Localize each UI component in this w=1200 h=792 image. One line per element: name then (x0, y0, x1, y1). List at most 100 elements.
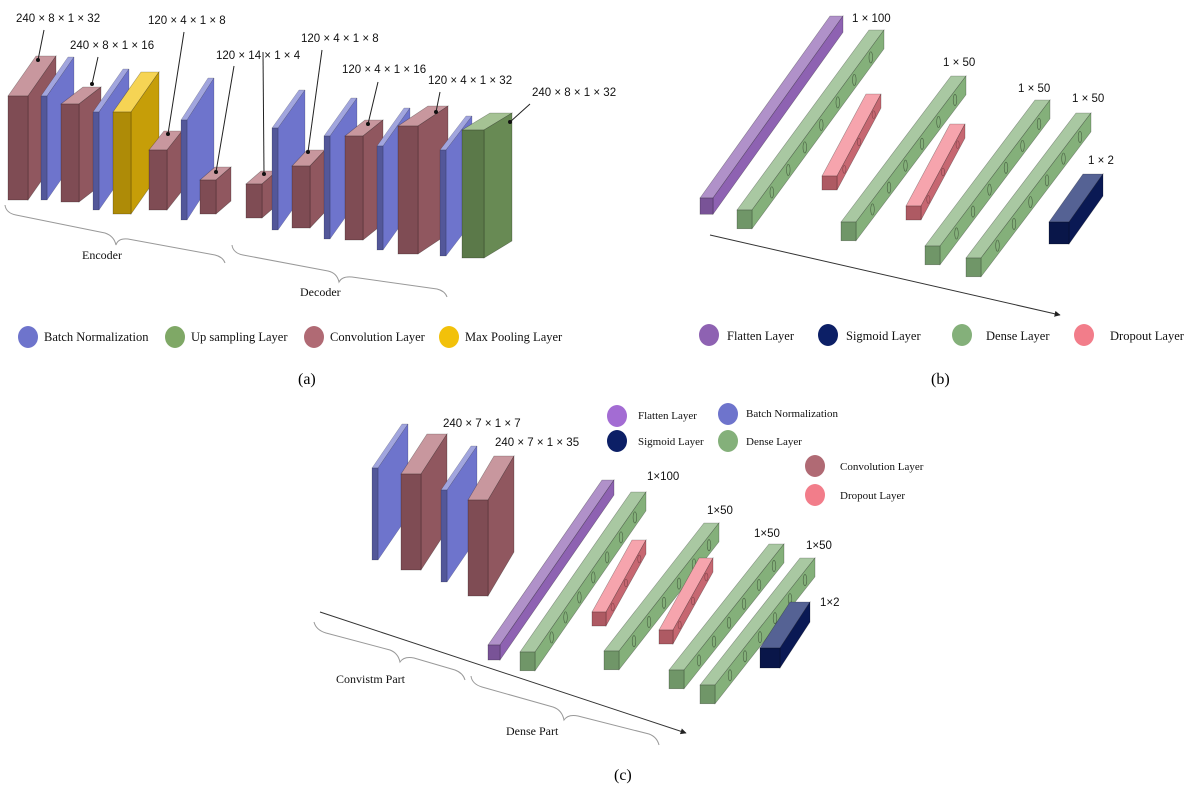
legend-a-swatch-upsampling (165, 326, 185, 348)
dense-layer-b-3 (924, 99, 1051, 266)
axis-arrow-b (709, 234, 1061, 317)
panel-c-convlstm-dense: 240 × 7 × 1 × 7 240 × 7 × 1 × 35 1×100 1… (313, 403, 924, 784)
dense-layer-b-1 (736, 29, 885, 230)
upsampling-layer-a (460, 112, 514, 259)
legend-c-swatch-dense (718, 430, 738, 452)
dense-layer-c-2 (603, 522, 720, 671)
leader-a-8 (434, 91, 441, 114)
dim-label-a-2: 240 × 8 × 1 × 16 (70, 40, 154, 52)
legend-a: Batch Normalization Up sampling Layer Co… (18, 326, 563, 348)
leader-a-3 (166, 31, 185, 136)
legend-b-swatch-sigmoid (818, 324, 838, 346)
leader-a-9 (508, 103, 531, 124)
conv-layer-a-3 (148, 130, 183, 211)
conv-layer-a-4 (199, 166, 232, 215)
convlstm-part-label: Convistm Part (336, 672, 406, 686)
legend-a-swatch-batch-normalization (18, 326, 38, 348)
legend-c-label-flatten: Flatten Layer (638, 410, 697, 422)
dim-label-c-5: 1×50 (754, 528, 780, 540)
legend-c-swatch-dropout (805, 484, 825, 506)
dim-label-a-1: 240 × 8 × 1 × 32 (16, 13, 100, 25)
legend-c-swatch-batch-normalization (718, 403, 738, 425)
dim-label-b-1: 1 × 100 (852, 13, 891, 25)
dim-label-c-4: 1×50 (707, 505, 733, 517)
panel-a-autoencoder: 240 × 8 × 1 × 32 240 × 8 × 1 × 16 120 × … (4, 13, 616, 388)
decoder-brace (231, 244, 448, 298)
caption-a: (a) (298, 371, 316, 388)
dropout-layer-c-2 (658, 556, 714, 646)
convlstm-brace (313, 621, 466, 681)
legend-b-label-dropout: Dropout Layer (1110, 329, 1185, 343)
conv-layer-c-2 (467, 454, 515, 598)
dim-label-c-3: 1×100 (647, 471, 679, 483)
dropout-layer-b-2 (905, 123, 966, 221)
conv-layer-a-6 (291, 149, 326, 229)
leader-a-4 (214, 65, 235, 174)
caption-c: (c) (614, 767, 632, 784)
caption-b: (b) (931, 371, 950, 388)
panel-b-dense-network: 1 × 100 1 × 50 1 × 50 1 × 50 1 × 2 Flatt… (699, 13, 1185, 388)
legend-a-label-convolution: Convolution Layer (330, 330, 426, 344)
dim-label-c-6: 1×50 (806, 540, 832, 552)
leader-a-5 (262, 51, 266, 176)
panel-b-layers (699, 15, 1104, 278)
dense-layer-b-4 (965, 112, 1092, 278)
sigmoid-layer-c (759, 600, 811, 670)
flatten-layer-b (699, 15, 844, 216)
dim-label-a-4: 120 × 14 × 1 × 4 (216, 50, 301, 62)
dropout-layer-c-1 (591, 538, 647, 628)
panel-a-layers (7, 55, 514, 259)
legend-a-label-upsampling: Up sampling Layer (191, 330, 288, 344)
dim-label-c-2: 240 × 7 × 1 × 35 (495, 437, 579, 449)
legend-b-swatch-dense (952, 324, 972, 346)
leader-a-1 (36, 29, 45, 62)
panel-a-dimension-leaders (36, 29, 531, 176)
legend-b-swatch-flatten (699, 324, 719, 346)
legend-a-swatch-convolution (304, 326, 324, 348)
dense-layer-c-3 (668, 543, 785, 690)
dim-label-a-3: 120 × 4 × 1 × 8 (148, 15, 226, 27)
legend-c-swatch-flatten (607, 405, 627, 427)
flatten-layer-c (487, 479, 615, 661)
encoder-brace (4, 204, 226, 264)
leader-a-2 (90, 56, 99, 86)
legend-a-swatch-max-pooling (439, 326, 459, 348)
dense-layer-b-2 (840, 75, 967, 242)
conv-layer-c-1 (400, 432, 448, 572)
legend-b: Flatten Layer Sigmoid Layer Dense Layer … (699, 324, 1185, 346)
legend-a-label-batch-normalization: Batch Normalization (44, 330, 149, 344)
legend-c-label-batch-normalization: Batch Normalization (746, 408, 838, 420)
dim-label-a-6: 120 × 4 × 1 × 16 (342, 64, 426, 76)
legend-b-label-sigmoid: Sigmoid Layer (846, 329, 921, 343)
legend-c-swatch-sigmoid (607, 430, 627, 452)
encoder-label: Encoder (82, 248, 122, 262)
leader-a-7 (366, 81, 379, 126)
dense-layer-c-1 (519, 491, 647, 672)
decoder-label: Decoder (300, 285, 341, 299)
dim-label-a-5: 120 × 4 × 1 × 8 (301, 33, 379, 45)
legend-b-label-flatten: Flatten Layer (727, 329, 795, 343)
dim-label-a-7: 120 × 4 × 1 × 32 (428, 75, 512, 87)
dim-label-c-7: 1×2 (820, 597, 840, 609)
legend-c: Flatten Layer Batch Normalization Sigmoi… (607, 403, 924, 506)
dense-layer-c-4 (699, 557, 816, 705)
dropout-layer-b-1 (821, 93, 882, 191)
dim-label-b-5: 1 × 2 (1088, 155, 1114, 167)
dim-label-c-1: 240 × 7 × 1 × 7 (443, 418, 521, 430)
dense-part-label: Dense Part (506, 724, 559, 738)
axis-arrow-c (319, 611, 687, 735)
legend-b-label-dense: Dense Layer (986, 329, 1050, 343)
dim-label-b-2: 1 × 50 (943, 57, 975, 69)
legend-c-label-dropout: Dropout Layer (840, 490, 905, 502)
panel-c-layers (371, 423, 816, 705)
dense-brace (470, 675, 660, 746)
dim-label-b-3: 1 × 50 (1018, 83, 1050, 95)
batchnorm-c-1 (371, 423, 409, 561)
legend-c-label-sigmoid: Sigmoid Layer (638, 436, 704, 448)
legend-b-swatch-dropout (1074, 324, 1094, 346)
legend-c-swatch-convolution (805, 455, 825, 477)
leader-a-6 (306, 49, 323, 154)
dim-label-a-8: 240 × 8 × 1 × 32 (532, 87, 616, 99)
dim-label-b-4: 1 × 50 (1072, 93, 1104, 105)
